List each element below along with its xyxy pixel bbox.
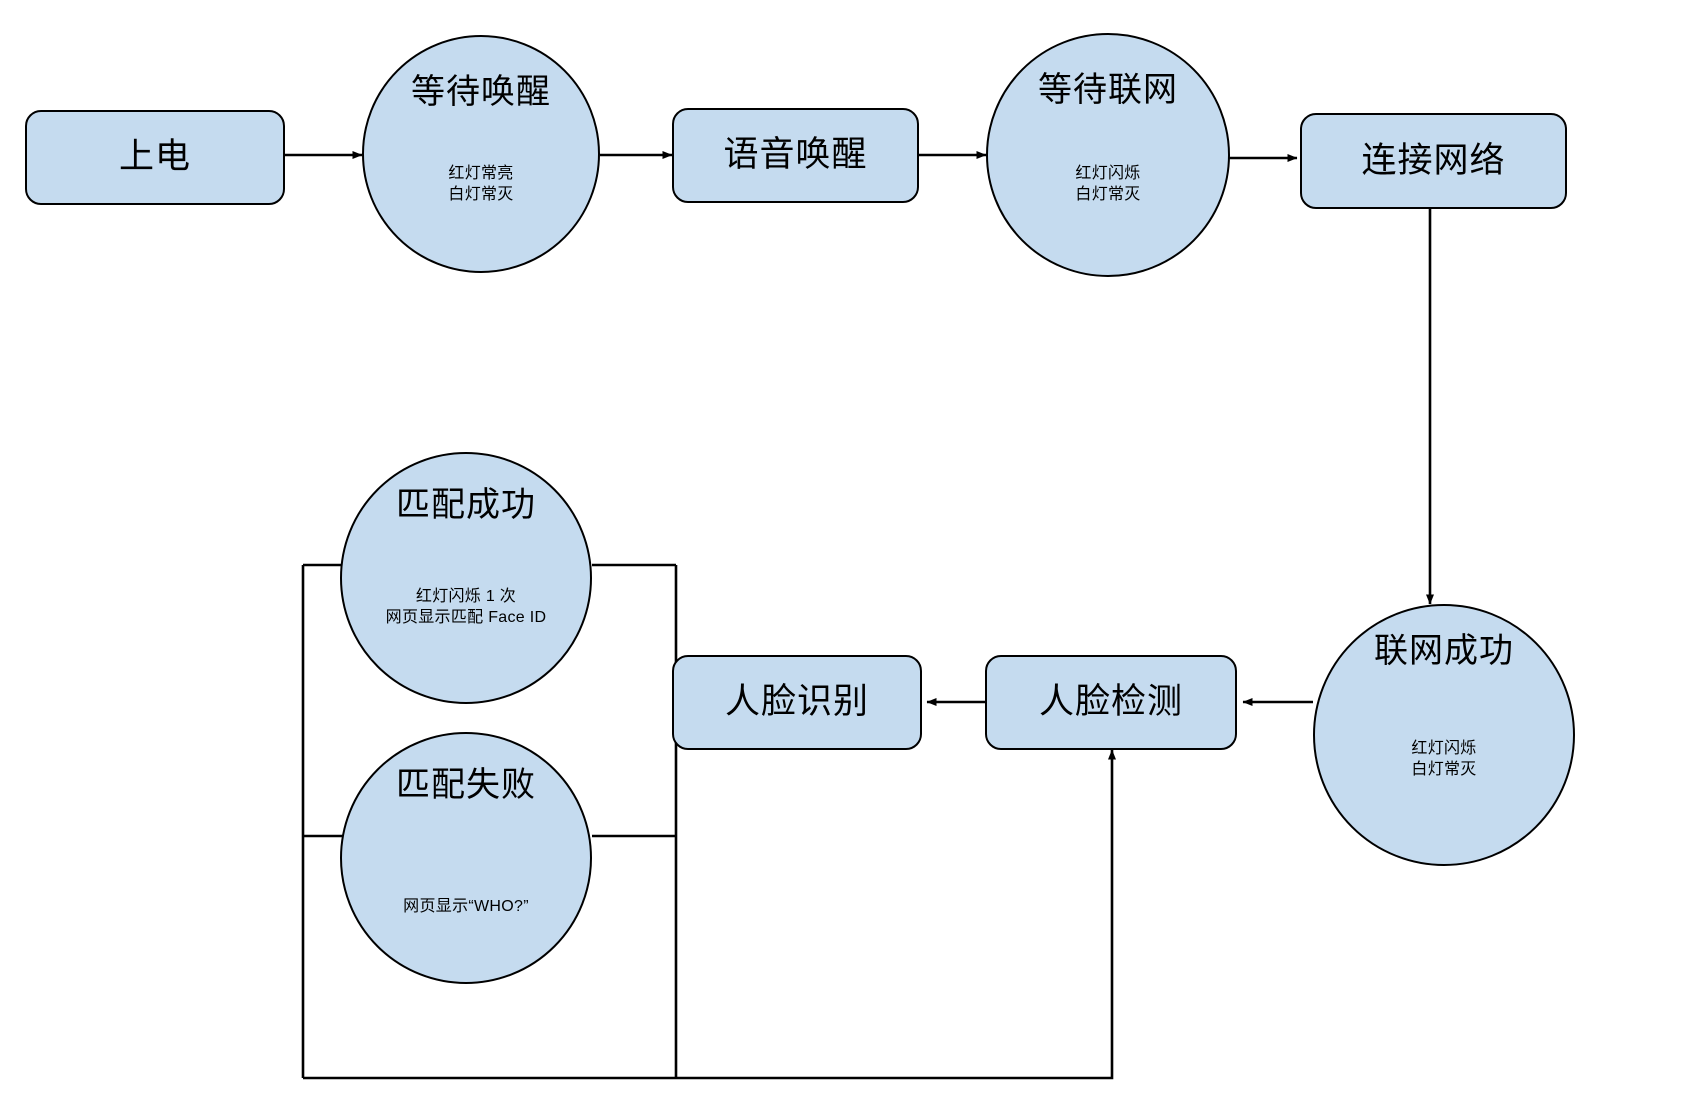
node-match-success[interactable]: 匹配成功 红灯闪烁 1 次 网页显示匹配 Face ID	[340, 452, 592, 704]
node-await-network[interactable]: 等待联网 红灯闪烁 白灯常灭	[986, 33, 1230, 277]
node-await-wakeup-sub: 红灯常亮 白灯常灭	[448, 164, 514, 204]
node-power-on-title: 上电	[118, 137, 191, 177]
node-await-wakeup[interactable]: 等待唤醒 红灯常亮 白灯常灭	[362, 35, 600, 273]
node-face-detect[interactable]: 人脸检测	[985, 655, 1237, 750]
node-match-success-title: 匹配成功	[396, 486, 536, 524]
node-voice-wakeup[interactable]: 语音唤醒	[672, 108, 919, 203]
node-match-failure-title: 匹配失败	[396, 766, 536, 804]
node-await-wakeup-title: 等待唤醒	[411, 73, 551, 111]
node-match-failure-sub: 网页显示“WHO?”	[403, 897, 529, 915]
node-match-success-sub: 红灯闪烁 1 次 网页显示匹配 Face ID	[385, 587, 547, 627]
node-match-failure[interactable]: 匹配失败 网页显示“WHO?”	[340, 732, 592, 984]
node-network-success[interactable]: 联网成功 红灯闪烁 白灯常灭	[1313, 604, 1575, 866]
node-network-success-sub: 红灯闪烁 白灯常灭	[1411, 739, 1477, 779]
node-voice-wakeup-title: 语音唤醒	[723, 135, 868, 175]
node-connect-network[interactable]: 连接网络	[1300, 113, 1567, 209]
node-await-network-title: 等待联网	[1038, 71, 1178, 109]
node-face-recognize-title: 人脸识别	[724, 682, 869, 722]
node-face-recognize[interactable]: 人脸识别	[672, 655, 922, 750]
node-connect-network-title: 连接网络	[1361, 140, 1506, 180]
node-await-network-sub: 红灯闪烁 白灯常灭	[1075, 164, 1141, 204]
node-power-on[interactable]: 上电	[25, 110, 285, 205]
node-network-success-title: 联网成功	[1374, 632, 1514, 670]
node-face-detect-title: 人脸检测	[1038, 682, 1183, 722]
